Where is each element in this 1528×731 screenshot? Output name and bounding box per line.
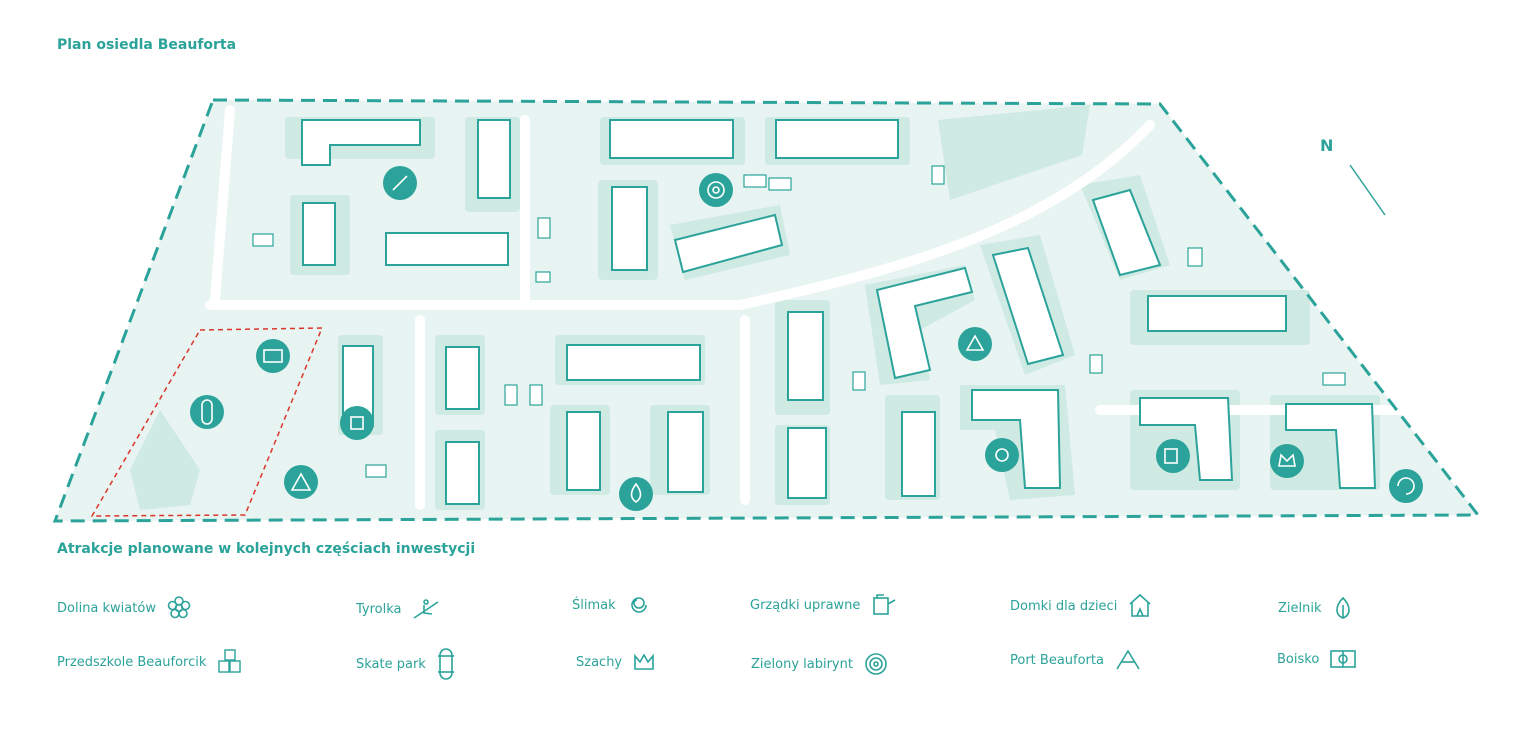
- page-title: Plan osiedla Beauforta: [57, 37, 237, 53]
- phase-boundary: [90, 327, 324, 517]
- kids-house-icon: [1129, 593, 1151, 617]
- legend-label: Przedszkole Beauforcik: [57, 654, 207, 670]
- marker-harbor-arch-icon: [284, 465, 318, 499]
- legend-item-snail: Ślimak: [572, 592, 652, 618]
- site-boundary: [52, 98, 1482, 523]
- flower-icon: [167, 596, 191, 619]
- north-label: N: [1320, 136, 1334, 155]
- roads: [205, 105, 1475, 510]
- legend-label: Boisko: [1277, 651, 1320, 667]
- watering-can-icon: [873, 594, 896, 615]
- north-arrow: [1349, 164, 1386, 216]
- map-markers: [190, 166, 1423, 511]
- legend-label: Zielnik: [1278, 600, 1322, 616]
- legend-label: Domki dla dzieci: [1010, 598, 1118, 614]
- legend-item-skatepark: Skate park: [356, 647, 456, 681]
- legend-label: Port Beauforta: [1010, 652, 1104, 668]
- legend-label: Ślimak: [572, 597, 616, 613]
- crown-icon: [634, 653, 654, 670]
- buildings: [301, 119, 1377, 505]
- herb-leaf-icon: [1335, 596, 1350, 619]
- legend-item-herb: Zielnik: [1278, 595, 1354, 621]
- marker-snail-icon: [1389, 469, 1423, 503]
- legend-item-kids-house: Domki dla dzieci: [1010, 592, 1153, 620]
- marker-watering-can-icon: [1156, 439, 1190, 473]
- marker-maze-icon: [699, 173, 733, 207]
- legend-heading: Atrakcje planowane w kolejnych częściach…: [57, 541, 476, 557]
- harbor-arch-icon: [1116, 649, 1140, 670]
- legend-item-harbor: Port Beauforta: [1010, 648, 1142, 672]
- legend-label: Zielony labirynt: [751, 656, 853, 672]
- legend-label: Dolina kwiatów: [57, 600, 156, 616]
- legend-item-kindergarten: Przedszkole Beauforcik: [57, 648, 244, 676]
- legend-label: Szachy: [576, 654, 623, 670]
- legend-item-maze: Zielony labirynt: [751, 651, 889, 677]
- snail-icon: [630, 597, 647, 613]
- marker-abc-blocks-icon: [340, 406, 374, 440]
- legend-label: Skate park: [356, 656, 426, 672]
- marker-skateboard-icon: [190, 395, 224, 429]
- legend-label: Grządki uprawne: [750, 597, 861, 613]
- marker-kids-house-icon: [958, 327, 992, 361]
- pitch-icon: [1330, 650, 1357, 668]
- legend-item-chess: Szachy: [576, 652, 656, 672]
- legend-item-flower: Dolina kwiatów: [57, 595, 192, 621]
- marker-herb-leaf-icon: [619, 477, 653, 511]
- legend-item-zipline: Tyrolka: [356, 596, 440, 622]
- legend-item-watering-can: Grządki uprawne: [750, 592, 898, 618]
- maze-icon: [865, 653, 887, 675]
- abc-blocks-icon: [218, 649, 242, 673]
- legend-item-pitch: Boisko: [1277, 648, 1357, 670]
- marker-pitch-icon: [256, 339, 290, 373]
- zipline-icon: [413, 599, 438, 619]
- marker-flower-icon: [985, 438, 1019, 472]
- skateboard-icon: [437, 648, 454, 680]
- legend-label: Tyrolka: [356, 601, 402, 617]
